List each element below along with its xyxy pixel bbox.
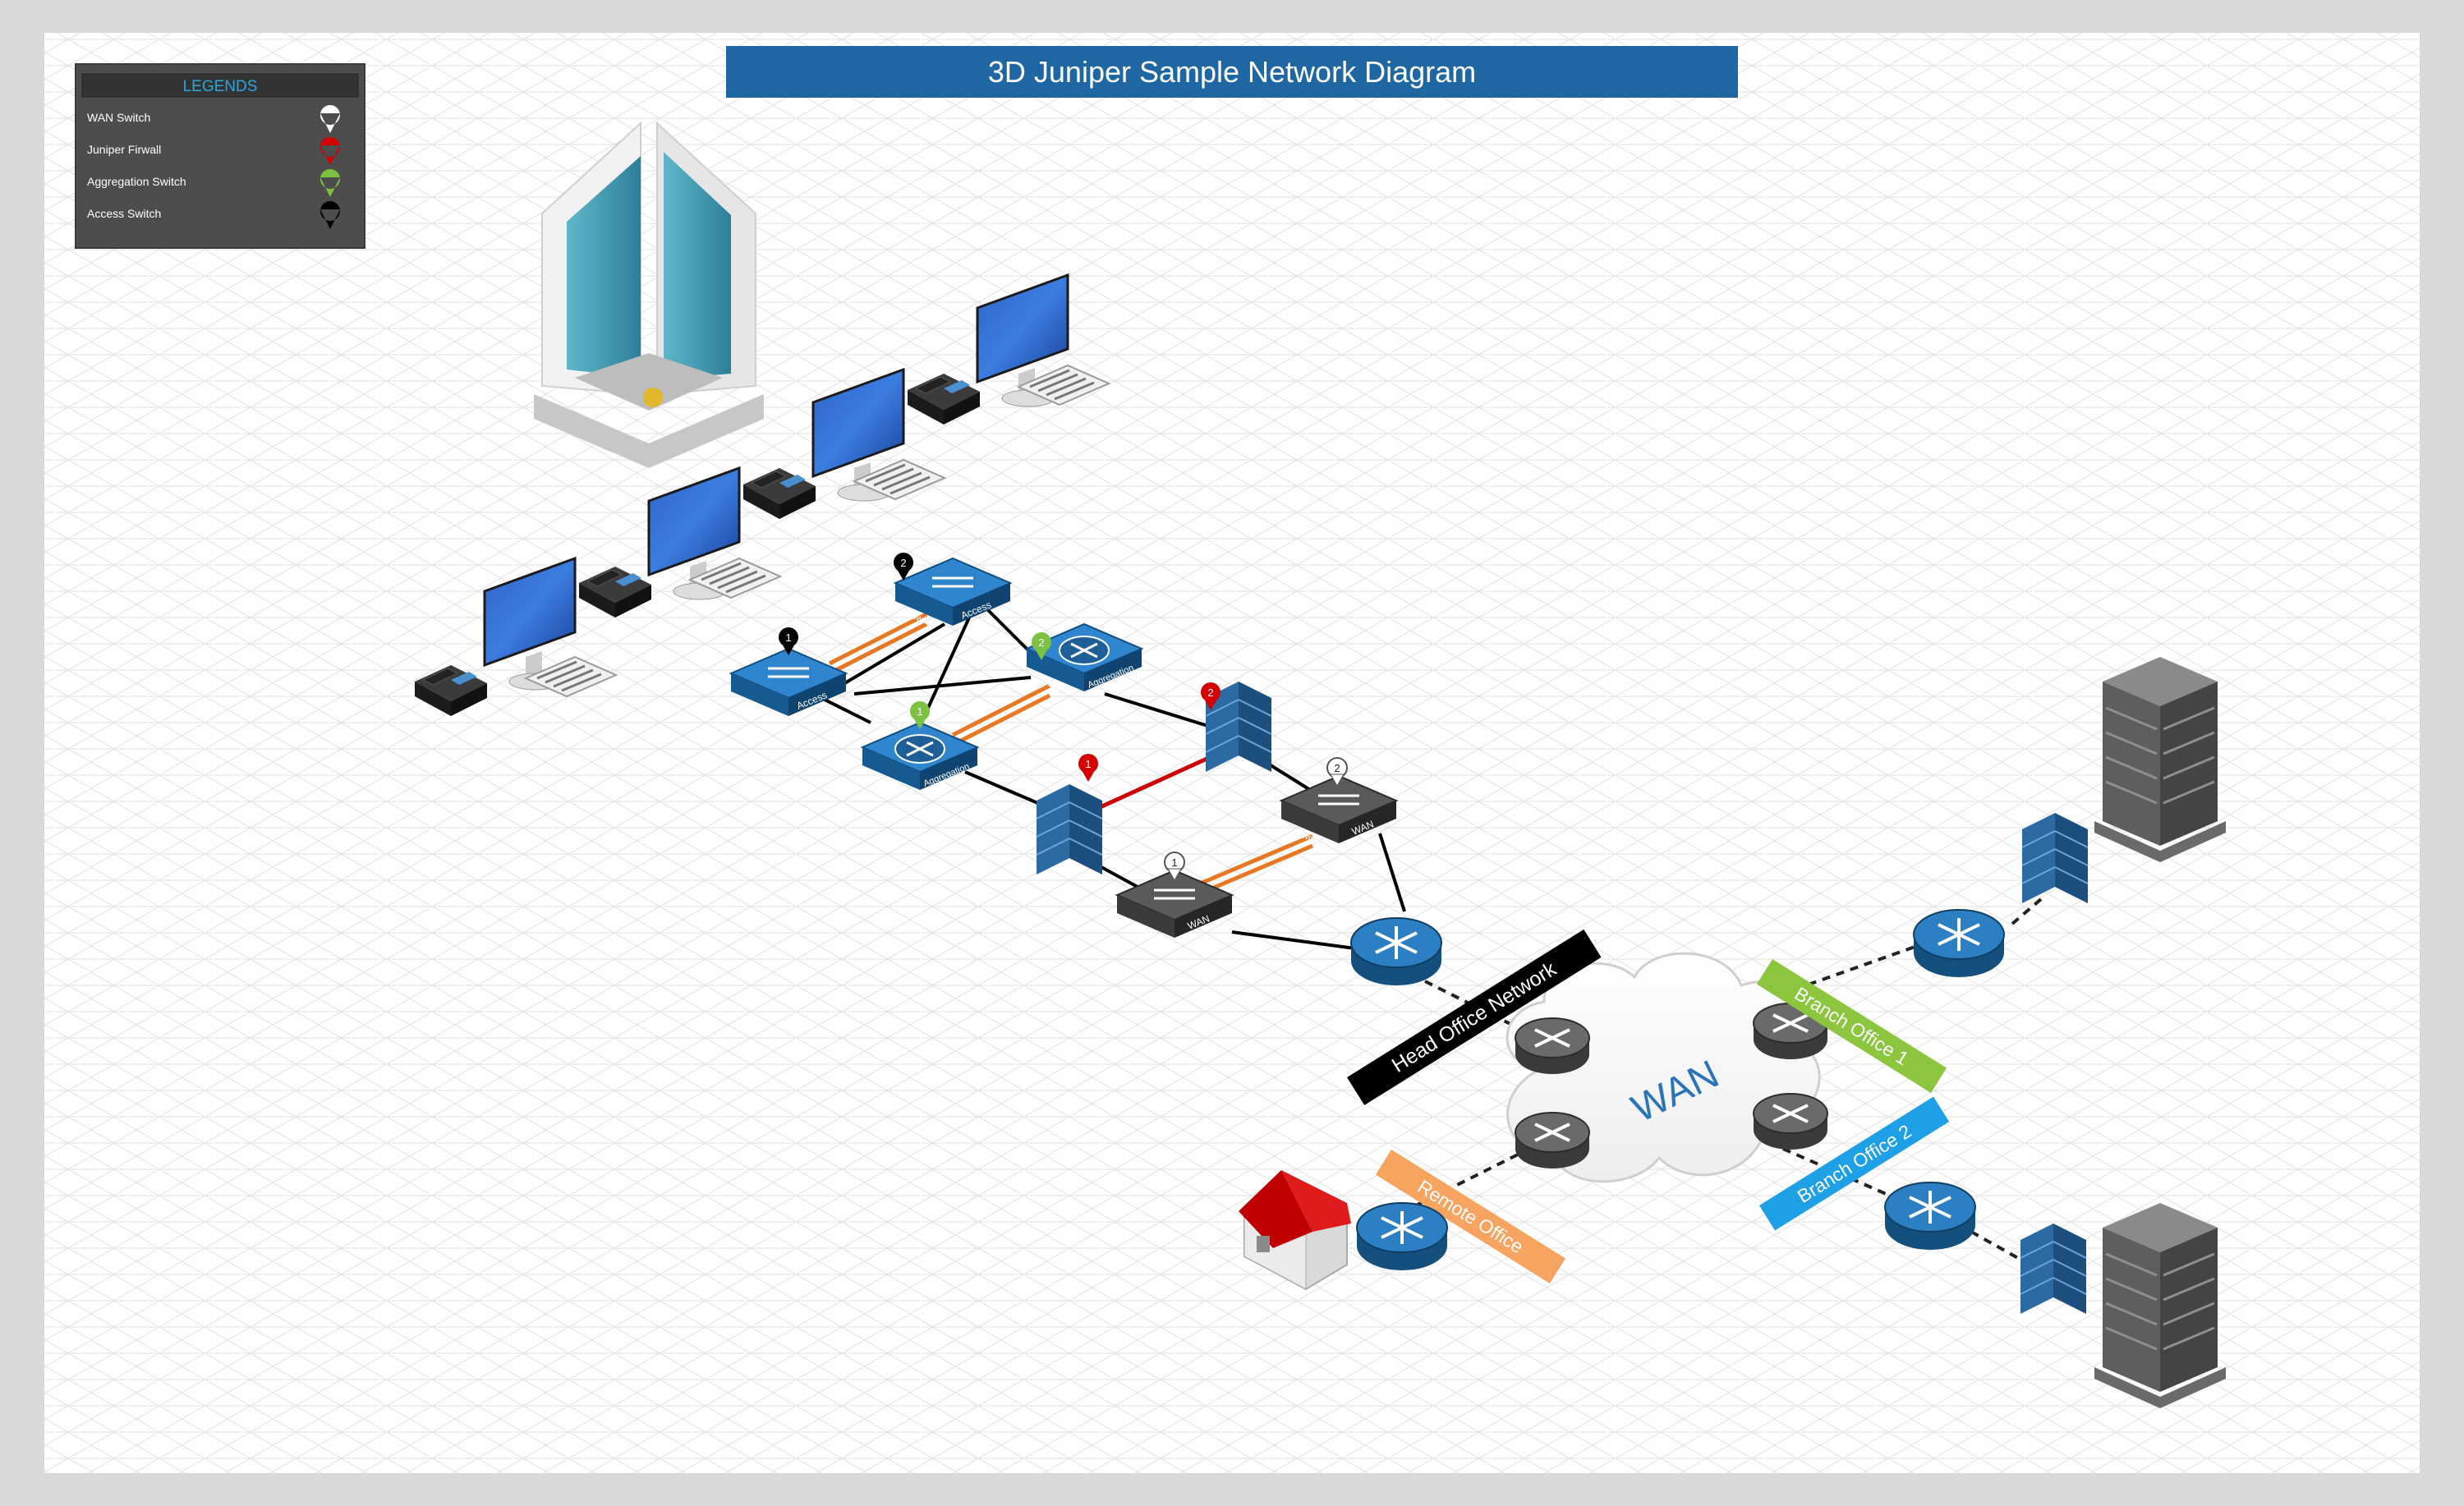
diagram-title: 3D Juniper Sample Network Diagram — [988, 55, 1476, 89]
map-pin-black-icon — [319, 201, 340, 229]
badge-aggregation-switch-2: 2 — [1032, 632, 1051, 660]
map-pin-red-icon — [319, 137, 340, 165]
svg-text:1: 1 — [917, 705, 922, 718]
svg-text:1: 1 — [1085, 758, 1091, 770]
svg-text:1: 1 — [1171, 856, 1177, 869]
legend-item-access-switch: Access Switch — [87, 207, 161, 220]
badge-wan-switch-1: 1 — [1164, 852, 1185, 882]
remote-office-router-icon[interactable] — [1355, 1201, 1449, 1272]
branch2-building-icon — [2093, 1201, 2227, 1410]
map-pin-green-icon — [319, 169, 340, 197]
branch2-router-icon[interactable] — [1883, 1181, 1977, 1251]
branch1-router-icon[interactable] — [1912, 908, 2006, 979]
badge-firewall-1: 1 — [1078, 754, 1098, 782]
badge-firewall-2: 2 — [1201, 682, 1221, 710]
branch1-building-icon — [2093, 655, 2227, 864]
cloud-router-head-office-icon[interactable] — [1514, 1017, 1591, 1076]
legend-item-juniper-firewall: Juniper Firwall — [87, 143, 161, 156]
head-office-building-icon — [534, 121, 764, 468]
legend-box: LEGENDS WAN Switch Juniper Firwall Aggre… — [75, 63, 365, 249]
aggregation-switch-2[interactable]: Switch Aggregation — [1026, 623, 1142, 696]
legend-item-wan-switch: WAN Switch — [87, 111, 150, 124]
badge-access-switch-1: 1 — [779, 627, 798, 655]
edge-router-icon[interactable] — [1349, 916, 1443, 987]
cloud-router-remote-icon[interactable] — [1514, 1111, 1591, 1170]
legend-item-aggregation-switch: Aggregation Switch — [87, 175, 186, 188]
badge-wan-switch-2: 2 — [1326, 757, 1348, 787]
title-banner: 3D Juniper Sample Network Diagram — [726, 46, 1738, 98]
svg-text:2: 2 — [900, 557, 906, 569]
remote-office-house-icon — [1239, 1170, 1351, 1291]
badge-access-switch-2: 2 — [894, 553, 913, 581]
cloud-router-branch2-icon[interactable] — [1752, 1092, 1829, 1151]
svg-text:2: 2 — [1334, 762, 1340, 774]
svg-text:2: 2 — [1038, 636, 1044, 649]
map-pin-white-icon — [319, 105, 340, 133]
aggregation-switch-1[interactable]: Switch Aggregation — [862, 722, 978, 794]
svg-text:2: 2 — [1207, 686, 1213, 699]
badge-aggregation-switch-1: 1 — [910, 701, 930, 729]
svg-text:1: 1 — [785, 631, 791, 644]
legend-heading: LEGENDS — [183, 78, 258, 95]
